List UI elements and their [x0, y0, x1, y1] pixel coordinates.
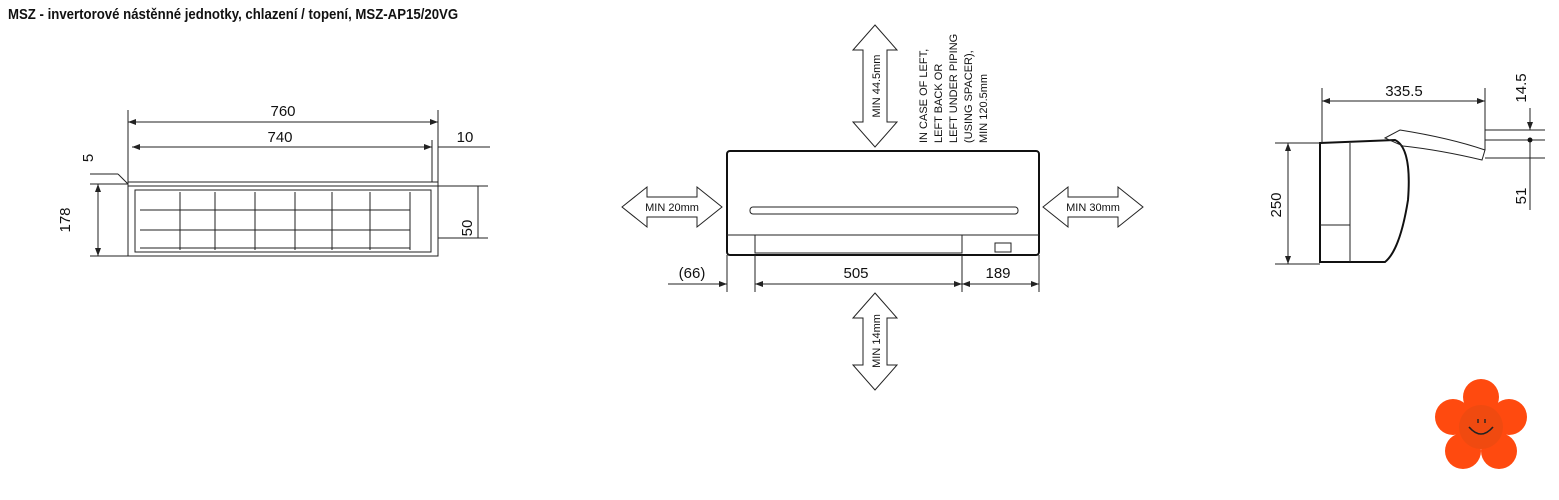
clearance-top-arrow — [851, 24, 899, 148]
piping-note: IN CASE OF LEFT, LEFT BACK OR LEFT UNDER… — [918, 34, 990, 143]
dim-250: 250 — [1268, 192, 1285, 217]
svg-text:LEFT UNDER PIPING: LEFT UNDER PIPING — [948, 34, 960, 143]
flower-logo-icon — [1435, 379, 1527, 469]
clearance-bottom-arrow — [851, 292, 899, 391]
unit-outline-top — [127, 185, 439, 257]
clearance-top-label: MIN 44.5mm — [871, 55, 883, 118]
dim-66: (66) — [679, 265, 706, 282]
dim-189: 189 — [985, 265, 1010, 282]
unit-outline-front — [726, 150, 1040, 256]
svg-text:(USING SPACER),: (USING SPACER), — [963, 50, 975, 143]
dim-505: 505 — [843, 265, 868, 282]
page-title: MSZ - invertorové nástěnné jednotky, chl… — [8, 6, 459, 23]
clearance-left-label: MIN 20mm — [645, 202, 699, 214]
clearance-right-arrow — [1042, 185, 1144, 229]
dim-51: 51 — [1513, 188, 1530, 205]
svg-text:LEFT BACK OR: LEFT BACK OR — [933, 64, 945, 143]
dim-5: 5 — [80, 154, 97, 162]
dim-760: 760 — [270, 103, 295, 120]
dim-178: 178 — [57, 207, 74, 232]
clearance-left-arrow — [621, 185, 723, 229]
dim-10: 10 — [457, 129, 474, 146]
svg-text:MIN 120.5mm: MIN 120.5mm — [978, 74, 990, 143]
svg-text:IN CASE OF LEFT,: IN CASE OF LEFT, — [918, 49, 930, 143]
clearance-bottom-label: MIN 14mm — [871, 314, 883, 368]
dim-740: 740 — [267, 129, 292, 146]
dim-335-5: 335.5 — [1385, 83, 1423, 100]
dim-14-5: 14.5 — [1513, 73, 1530, 102]
dim-50: 50 — [459, 220, 476, 237]
side-view: 335.5 14.5 250 51 — [1268, 73, 1545, 265]
front-view: MIN 44.5mm MIN 14mm MIN 20mm MIN 30mm IN… — [621, 24, 1144, 391]
top-view: 760 740 10 5 178 50 — [57, 103, 490, 257]
unit-outline-side — [1319, 138, 1410, 263]
clearance-right-label: MIN 30mm — [1066, 202, 1120, 214]
